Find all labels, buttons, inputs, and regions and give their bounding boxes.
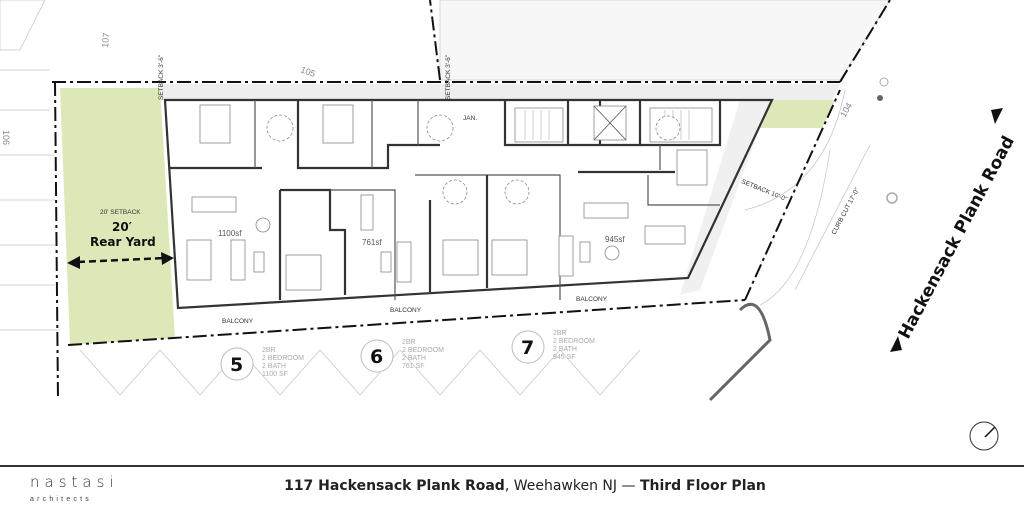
property-line-left bbox=[54, 81, 59, 401]
road-label: Hackensack Plank Road bbox=[890, 108, 1019, 352]
unit-area-label: 945sf bbox=[605, 235, 625, 244]
svg-text:2 BEDROOM: 2 BEDROOM bbox=[402, 347, 444, 354]
building-outline bbox=[163, 98, 774, 310]
svg-text:945 SF: 945 SF bbox=[553, 354, 576, 361]
balcony-label: BALCONY bbox=[390, 307, 422, 314]
footer-divider bbox=[0, 465, 1024, 467]
rear-setback-note: 20' SETBACK bbox=[100, 209, 141, 216]
north-arrow-icon bbox=[969, 421, 999, 451]
sheet-title: 117 Hackensack Plank Road, Weehawken NJ … bbox=[0, 478, 1024, 494]
janitor-label: JAN. bbox=[463, 115, 477, 122]
setback-band bbox=[160, 84, 840, 100]
rear-yard-area bbox=[60, 88, 175, 345]
setback-front-label: SETBACK 10'-0" bbox=[740, 178, 788, 203]
property-line-bottom bbox=[67, 299, 746, 346]
contour-label: 104 bbox=[838, 101, 854, 119]
svg-text:2BR: 2BR bbox=[402, 339, 416, 346]
unit-tag-6: 6 2BR 2 BEDROOM 2 BATH 761 SF bbox=[360, 339, 444, 373]
svg-text:6: 6 bbox=[370, 346, 383, 368]
setback-top-label-left: SETBACK 3'-6" bbox=[158, 54, 165, 100]
furniture bbox=[186, 104, 708, 291]
balcony-label: BALCONY bbox=[576, 296, 608, 303]
svg-text:Hackensack Plank Road: Hackensack Plank Road bbox=[895, 133, 1019, 343]
svg-text:2 BATH: 2 BATH bbox=[402, 355, 426, 362]
svg-text:2 BATH: 2 BATH bbox=[262, 363, 286, 370]
unit-area-label: 1100sf bbox=[218, 229, 242, 238]
svg-text:761 SF: 761 SF bbox=[402, 363, 425, 370]
sheet-city: , Weehawken NJ — bbox=[504, 478, 640, 494]
rear-yard-label: Rear Yard bbox=[90, 235, 156, 249]
dimension-arrow bbox=[67, 252, 174, 269]
interior-walls bbox=[170, 100, 722, 300]
contour-label: 106 bbox=[1, 130, 11, 145]
logo-subtitle: architects bbox=[30, 496, 92, 503]
logo-name: nastasi bbox=[30, 473, 119, 491]
svg-text:7: 7 bbox=[521, 337, 534, 359]
contour-label: 105 bbox=[299, 64, 317, 79]
setback-top-label: SETBACK 3'-6" bbox=[445, 54, 452, 100]
sheet-name: Third Floor Plan bbox=[639, 478, 766, 494]
svg-text:2 BEDROOM: 2 BEDROOM bbox=[262, 355, 304, 362]
contour-label: 107 bbox=[100, 32, 111, 48]
unit-tag-7: 7 2BR 2 BEDROOM 2 BATH 945 SF bbox=[511, 330, 595, 364]
unit-tag-5: 5 2BR 2 BEDROOM 2 BATH 1100 SF bbox=[220, 347, 304, 381]
balcony-label: BALCONY bbox=[222, 318, 254, 325]
sheet-address: 117 Hackensack Plank Road bbox=[284, 478, 505, 494]
floor-plan: 105 107 106 104 CURB CUT 17'-0" bbox=[0, 0, 1019, 451]
road-arrow-right-icon bbox=[991, 108, 1003, 124]
property-line-front bbox=[744, 89, 841, 301]
svg-text:2BR: 2BR bbox=[262, 347, 276, 354]
svg-text:2 BATH: 2 BATH bbox=[553, 346, 577, 353]
unit-area-label: 761sf bbox=[362, 238, 382, 247]
road-arrow-left-icon bbox=[890, 336, 902, 352]
svg-text:2 BEDROOM: 2 BEDROOM bbox=[553, 338, 595, 345]
svg-text:5: 5 bbox=[230, 354, 243, 376]
curb-cut-label: CURB CUT 17'-0" bbox=[831, 186, 862, 236]
front-yard-strip bbox=[758, 100, 835, 128]
svg-text:1100 SF: 1100 SF bbox=[262, 371, 288, 378]
svg-text:2BR: 2BR bbox=[553, 330, 567, 337]
rear-yard-distance: 20′ bbox=[112, 220, 132, 234]
